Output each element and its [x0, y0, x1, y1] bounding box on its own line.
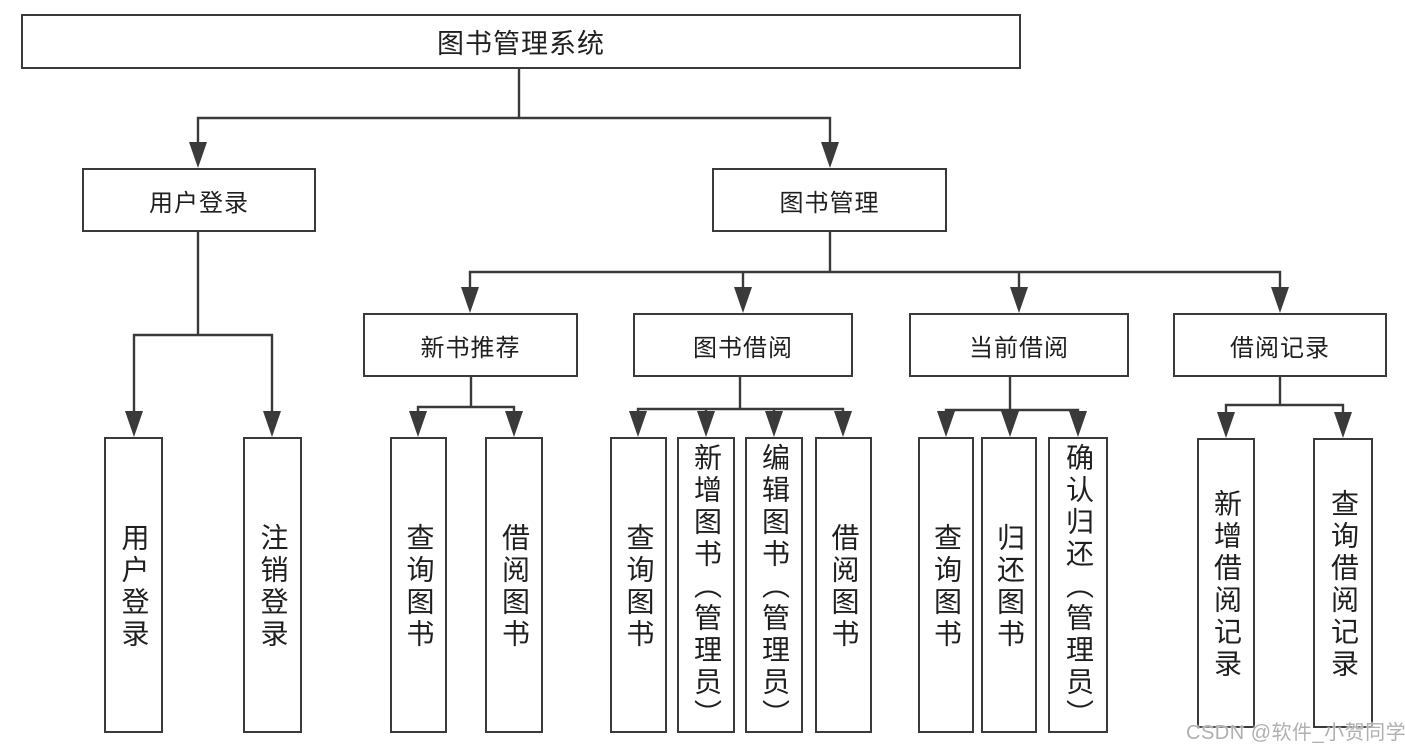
arrowhead: [834, 411, 852, 437]
node-label: 归还图书: [994, 523, 1025, 651]
node-new-book-recommend: 新书推荐: [363, 313, 578, 377]
arrowhead: [125, 411, 143, 437]
leaf-borrow-add-books-admin: 新增图书（管理员）: [677, 437, 735, 733]
node-borrow-record: 借阅记录: [1173, 313, 1387, 377]
node-book-borrow: 图书借阅: [633, 313, 853, 377]
node-label: 确认归还（管理员）: [1063, 443, 1094, 731]
leaf-borrow-query-books: 查询图书: [610, 437, 667, 733]
leaf-record-add-borrow-record: 新增借阅记录: [1197, 438, 1255, 728]
node-label: 用户登录: [149, 189, 249, 217]
arrowhead: [821, 142, 839, 168]
csdn-watermark: CSDN @软件_小贺同学: [1186, 722, 1405, 744]
node-label: 查询借阅记录: [1328, 489, 1359, 681]
node-label: 图书管理: [779, 189, 880, 217]
arrowhead: [1271, 287, 1289, 313]
leaf-borrow-edit-books-admin: 编辑图书（管理员）: [745, 437, 803, 733]
leaf-record-query-borrow-record: 查询借阅记录: [1313, 438, 1373, 728]
leaf-newbook-borrow-books: 借阅图书: [485, 437, 543, 733]
node-label: 编辑图书（管理员）: [759, 443, 790, 731]
leaf-newbook-query-books: 查询图书: [390, 437, 447, 733]
arrowhead: [1001, 411, 1019, 437]
arrowhead: [629, 411, 647, 437]
arrowhead: [765, 411, 783, 437]
node-label: 借阅图书: [828, 523, 860, 651]
edge-root-branch: [196, 116, 832, 143]
node-label: 新增图书（管理员）: [691, 443, 722, 731]
leaf-borrow-borrow-books: 借阅图书: [815, 437, 872, 733]
node-label: 借阅图书: [499, 523, 530, 651]
arrowhead: [409, 411, 427, 437]
node-label: 查询图书: [403, 523, 435, 651]
arrowhead: [1334, 412, 1352, 438]
arrowhead: [1069, 411, 1087, 437]
node-root-library-system: 图书管理系统: [21, 14, 1021, 69]
node-label: 当前借阅: [969, 334, 1069, 362]
leaf-logout: 注销登录: [243, 437, 302, 733]
arrowhead: [263, 411, 281, 437]
node-label: 用户登录: [118, 523, 150, 651]
leaf-current-confirm-return-admin: 确认归还（管理员）: [1048, 437, 1108, 733]
node-label: 新书推荐: [420, 334, 521, 362]
node-user-login: 用户登录: [82, 168, 316, 232]
arrowhead: [734, 287, 752, 313]
leaf-current-return-books: 归还图书: [981, 437, 1037, 733]
arrowhead: [1217, 412, 1235, 438]
arrowhead: [697, 411, 715, 437]
node-label: 新增借阅记录: [1211, 489, 1242, 681]
node-label: 查询图书: [623, 523, 655, 651]
edge-bookmgmt-branch: [468, 270, 1282, 287]
edge-newbook-branch: [416, 405, 516, 411]
arrowhead: [189, 142, 207, 168]
arrowhead: [937, 411, 955, 437]
leaf-current-query-books: 查询图书: [918, 437, 974, 733]
leaf-user-login: 用户登录: [104, 437, 163, 733]
node-label: 查询图书: [931, 523, 962, 651]
edge-userlogin-branch: [132, 333, 274, 411]
edge-currentborrow-branch: [944, 408, 1080, 412]
node-book-management: 图书管理: [712, 168, 947, 232]
node-label: 借阅记录: [1230, 334, 1330, 362]
arrowhead: [461, 287, 479, 313]
node-label: 图书管理系统: [437, 29, 605, 59]
node-current-borrow: 当前借阅: [909, 313, 1129, 377]
node-label: 注销登录: [257, 523, 289, 651]
arrowhead: [505, 411, 523, 437]
edge-borrowrecord-branch: [1224, 403, 1345, 412]
arrowhead: [1010, 287, 1028, 313]
node-label: 图书借阅: [693, 334, 793, 362]
edge-bookborrow-branch: [636, 407, 845, 411]
